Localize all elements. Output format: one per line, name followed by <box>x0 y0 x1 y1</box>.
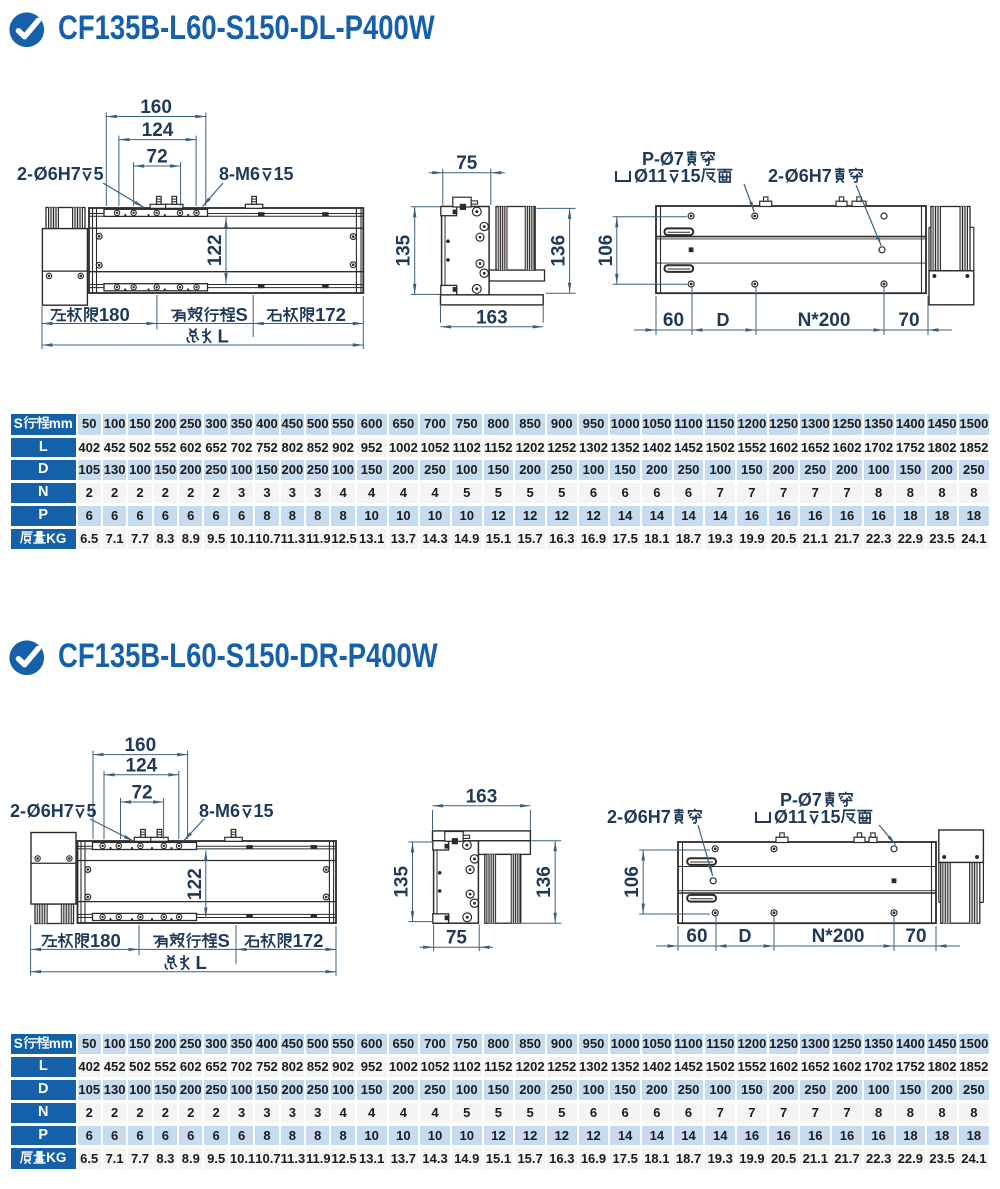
svg-text:P-: P- <box>780 790 798 810</box>
svg-text:2-: 2- <box>607 807 623 827</box>
svg-text:N*200: N*200 <box>812 926 865 947</box>
svg-text:Ø: Ø <box>785 166 799 186</box>
svg-text:11: 11 <box>648 166 667 186</box>
svg-text:2-: 2- <box>10 801 26 821</box>
svg-text:163: 163 <box>476 307 508 328</box>
svg-text:L: L <box>195 952 206 973</box>
svg-text:Ø: Ø <box>774 807 788 827</box>
svg-text:8-M6: 8-M6 <box>199 801 240 821</box>
svg-text:2-: 2- <box>17 164 33 184</box>
svg-text:106: 106 <box>596 235 617 267</box>
svg-text:Ø: Ø <box>660 149 674 169</box>
svg-text:6H7: 6H7 <box>799 166 832 186</box>
svg-text:15: 15 <box>273 164 293 184</box>
svg-text:8-M6: 8-M6 <box>219 164 260 184</box>
svg-text:136: 136 <box>534 866 555 898</box>
svg-text:60: 60 <box>686 926 707 947</box>
svg-text:N*200: N*200 <box>798 310 851 331</box>
svg-text:122: 122 <box>205 234 226 266</box>
svg-text:D: D <box>717 310 730 330</box>
svg-text:172: 172 <box>315 304 346 325</box>
svg-text:D: D <box>739 926 752 946</box>
svg-text:72: 72 <box>147 147 168 168</box>
svg-text:Ø: Ø <box>634 166 648 186</box>
svg-text:136: 136 <box>549 235 570 267</box>
svg-text:S: S <box>218 930 230 951</box>
svg-text:11: 11 <box>788 807 807 827</box>
svg-text:6H7: 6H7 <box>638 807 671 827</box>
svg-text:70: 70 <box>905 926 926 947</box>
svg-text:15: 15 <box>253 801 273 821</box>
svg-text:124: 124 <box>142 120 174 141</box>
svg-text:60: 60 <box>663 310 684 331</box>
svg-text:15: 15 <box>821 807 841 827</box>
svg-text:6H7: 6H7 <box>48 164 81 184</box>
svg-text:5: 5 <box>94 164 104 184</box>
svg-text:135: 135 <box>394 234 415 266</box>
svg-text:Ø: Ø <box>34 164 48 184</box>
svg-text:7: 7 <box>674 149 684 169</box>
svg-text:L: L <box>217 326 228 347</box>
svg-text:Ø: Ø <box>27 801 41 821</box>
svg-text:5: 5 <box>87 801 97 821</box>
svg-text:172: 172 <box>293 930 324 951</box>
svg-text:72: 72 <box>131 783 152 804</box>
svg-text:106: 106 <box>622 866 643 898</box>
svg-text:7: 7 <box>812 790 822 810</box>
svg-text:6H7: 6H7 <box>41 801 74 821</box>
svg-text:135: 135 <box>392 866 413 898</box>
svg-text:Ø: Ø <box>798 790 812 810</box>
svg-text:180: 180 <box>90 930 121 951</box>
svg-text:Ø: Ø <box>624 807 638 827</box>
svg-text:75: 75 <box>456 153 478 174</box>
svg-text:S: S <box>236 304 248 325</box>
svg-text:180: 180 <box>99 304 130 325</box>
svg-text:P-: P- <box>642 149 660 169</box>
svg-text:75: 75 <box>446 928 468 949</box>
svg-text:2-: 2- <box>768 166 784 186</box>
svg-text:70: 70 <box>898 310 919 331</box>
svg-text:124: 124 <box>126 755 158 776</box>
svg-text:160: 160 <box>140 97 172 118</box>
svg-text:163: 163 <box>466 786 498 807</box>
svg-text:122: 122 <box>185 868 206 900</box>
svg-text:160: 160 <box>124 735 156 756</box>
svg-text:15: 15 <box>681 166 701 186</box>
